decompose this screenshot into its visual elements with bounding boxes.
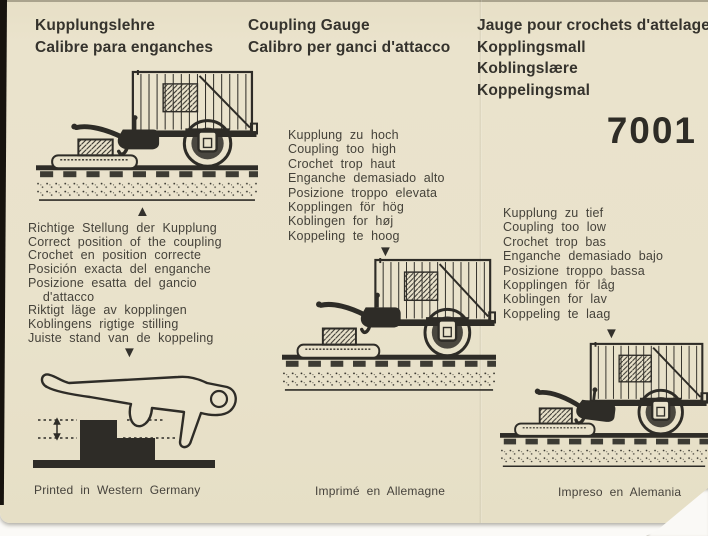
- text-line: Enganche demasiado bajo: [503, 249, 664, 264]
- text-line: Juiste stand van de koppeling: [28, 330, 214, 345]
- text-line: Kupplung zu tief: [503, 206, 604, 220]
- text-line: Posizione troppo bassa: [503, 263, 645, 278]
- text-line: Posizione esatta del gancio: [28, 275, 197, 290]
- text-line: Kopplingen för låg: [503, 278, 615, 293]
- text-line: Coupling too high: [288, 142, 397, 157]
- printed-in-label-es: Impreso en Alemania: [558, 485, 682, 499]
- text-line: Posición exacta del enganche: [28, 262, 211, 277]
- text-line: Koblingens rigtige stilling: [28, 316, 179, 331]
- text-line: Crochet trop haut: [288, 156, 396, 171]
- text-line: Koppelingsmal: [477, 81, 591, 99]
- product-number: 7001: [606, 110, 697, 151]
- text-line: Posizione troppo elevata: [288, 185, 438, 200]
- illustration-coupling-too-high: [282, 258, 496, 394]
- printed-in-label-fr: Imprimé en Allemagne: [315, 484, 446, 498]
- text-line: Coupling Gauge: [248, 17, 370, 34]
- text-line: Koblingen for lav: [503, 292, 608, 307]
- illustration-correct-coupling: [36, 70, 258, 204]
- scan-left-edge: [0, 0, 7, 505]
- text-line: Coupling too low: [503, 220, 607, 235]
- scan-top-edge: [0, 0, 708, 2]
- arrow-down-icon: ▼: [604, 325, 619, 342]
- text-line: d'attacco: [28, 289, 95, 304]
- text-line: Koblingen for høj: [288, 214, 394, 229]
- fold-crease: [479, 0, 482, 523]
- text-line: Crochet trop bas: [503, 234, 607, 249]
- arrow-down-icon: ▼: [378, 243, 393, 260]
- text-line: Richtige Stellung der Kupplung: [28, 221, 217, 235]
- printed-in-label: Printed in Western Germany: [34, 483, 201, 497]
- text-line: Koppeling te laag: [503, 306, 611, 321]
- text-line: Jauge pour crochets d'attelage: [477, 17, 708, 34]
- text-line: Koppeling te hoog: [288, 228, 400, 243]
- text-line: Kupplungslehre: [35, 17, 156, 34]
- text-line: Crochet en position correcte: [28, 248, 202, 263]
- text-line: Calibre para enganches: [35, 38, 214, 56]
- arrow-down-icon: ▼: [122, 344, 137, 361]
- text-line: Enganche demasiado alto: [288, 171, 445, 186]
- text-line: Calibro per ganci d'attacco: [248, 38, 451, 56]
- text-line: Riktigt läge av kopplingen: [28, 303, 187, 318]
- text-line: Correct position of the coupling: [28, 234, 222, 249]
- text-line: Kupplung zu hoch: [288, 128, 399, 142]
- illustration-coupling-too-low: [500, 342, 708, 470]
- coupling-gauge-diagram: [30, 363, 260, 481]
- text-line: Koblingslære: [477, 60, 578, 77]
- text-line: Kopplingsmall: [477, 38, 586, 56]
- text-line: Kopplingen för hög: [288, 200, 405, 215]
- arrow-up-icon: ▲: [135, 203, 150, 220]
